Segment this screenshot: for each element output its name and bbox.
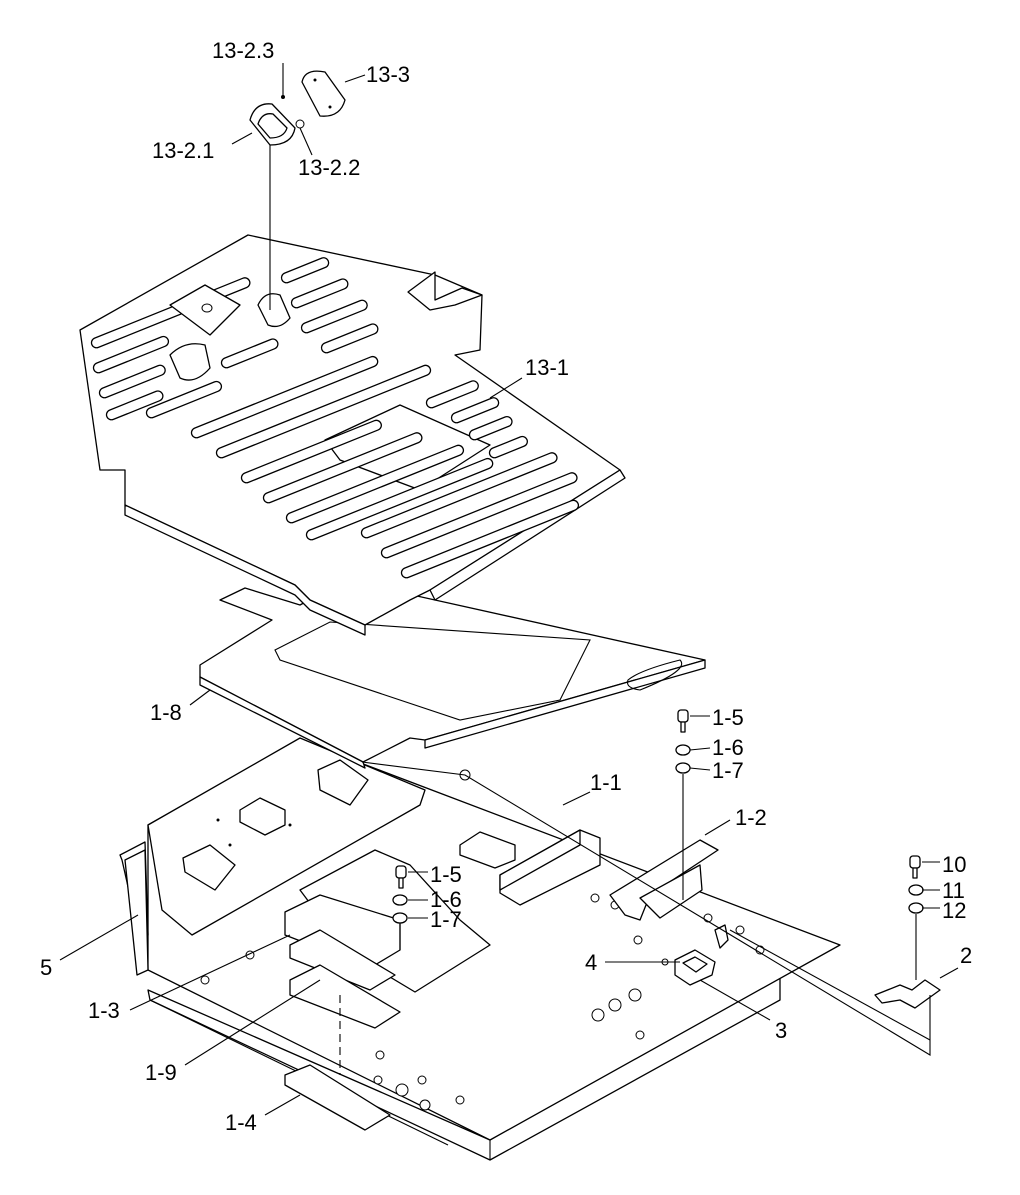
label-1-3: 1-3: [88, 998, 120, 1023]
label-1-2: 1-2: [735, 805, 767, 830]
label-1-6-top: 1-6: [712, 735, 744, 760]
label-11: 11: [942, 878, 965, 903]
label-13-2-2: 13-2.2: [298, 155, 360, 180]
floor-mat-1-8: [199, 579, 706, 769]
label-2: 2: [960, 943, 972, 968]
label-1-6-mid: 1-6: [430, 887, 462, 912]
label-13-2-1: 13-2.1: [152, 138, 214, 163]
label-10: 10: [942, 852, 966, 877]
plate-part-2: [874, 979, 941, 1009]
side-wall-part-5: [119, 841, 149, 976]
label-12: 12: [942, 898, 966, 923]
leader-lines: [59, 63, 959, 1116]
label-1-5-top: 1-5: [712, 705, 744, 730]
label-1-9: 1-9: [145, 1060, 177, 1085]
label-3: 3: [775, 1018, 787, 1043]
label-4: 4: [585, 950, 597, 975]
label-1-1: 1-1: [590, 770, 622, 795]
boss-part-3: [674, 949, 716, 986]
floor-mat-13-1: [79, 234, 626, 636]
upper-deck-section: [147, 737, 426, 936]
mat-ribs: [90, 257, 580, 579]
label-13-1: 13-1: [525, 355, 569, 380]
label-13-2-3: 13-2.3: [212, 38, 274, 63]
bracket-part-1-2: [609, 839, 719, 921]
label-13-3: 13-3: [366, 62, 410, 87]
label-1-5-mid: 1-5: [430, 862, 462, 887]
label-5: 5: [40, 955, 52, 980]
label-1-7-top: 1-7: [712, 758, 744, 783]
callout-labels: 13-2.3 13-3 13-2.1 13-2.2 13-1 1-8 1-5 1…: [40, 38, 972, 1135]
label-1-8: 1-8: [150, 700, 182, 725]
label-1-7-mid: 1-7: [430, 907, 462, 932]
label-1-4: 1-4: [225, 1110, 257, 1135]
grommet-parts-13-2: [249, 70, 346, 146]
fasteners: [392, 709, 924, 924]
channel-bracket: [499, 829, 601, 906]
